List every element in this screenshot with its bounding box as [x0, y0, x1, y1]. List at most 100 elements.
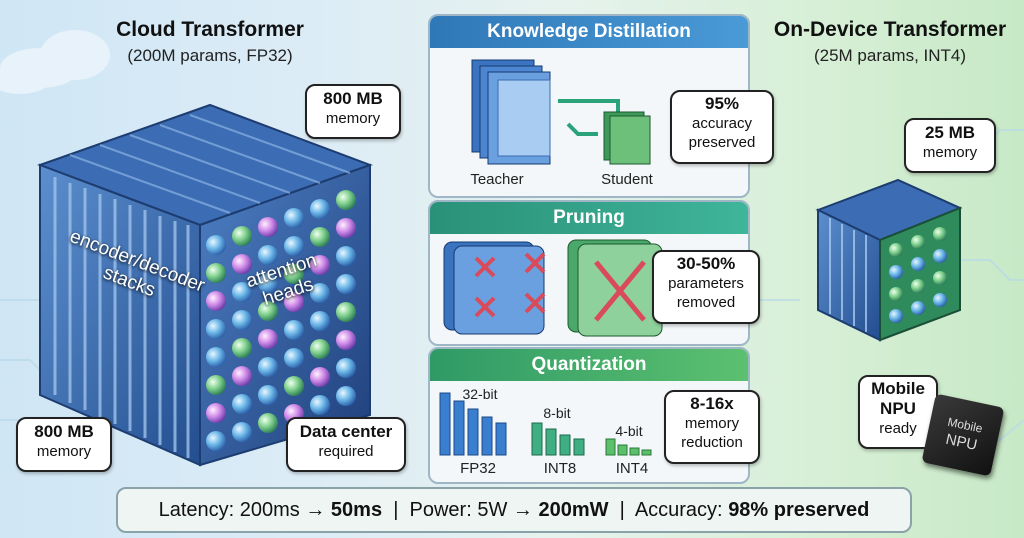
- label-int4: INT4: [615, 460, 649, 477]
- device-head-orb: [911, 301, 925, 315]
- attention-head-orb: [310, 395, 330, 415]
- device-memory-callout: 25 MB memory: [904, 118, 996, 173]
- attention-head-orb: [310, 283, 330, 303]
- latency-from: 200ms: [239, 499, 300, 521]
- device-head-orb: [933, 227, 947, 241]
- label-8bit: 8-bit: [543, 405, 571, 421]
- device-subtitle: (25M params, INT4): [813, 46, 967, 65]
- device-head-orb: [889, 287, 903, 301]
- quantization-callout-line3: reduction: [681, 434, 743, 451]
- device-head-orb: [933, 249, 947, 263]
- pruning-callout-line2: parameters: [668, 275, 744, 292]
- arrow-icon: →: [512, 499, 533, 521]
- attention-head-orb: [258, 273, 278, 293]
- npu-line1: Mobile: [871, 379, 925, 398]
- cloud-memory-bottom-unit: memory: [36, 443, 92, 460]
- cloud-title: Cloud Transformer: [116, 18, 304, 41]
- attention-head-orb: [206, 375, 226, 395]
- attention-head-orb: [232, 310, 252, 330]
- npu-chip: Mobile NPU: [921, 393, 1005, 477]
- attention-head-orb: [232, 366, 252, 386]
- datacenter-line2: required: [318, 443, 374, 460]
- attention-head-orb: [206, 235, 226, 255]
- separator: |: [614, 499, 631, 521]
- label-fp32: FP32: [460, 460, 496, 477]
- attention-head-orb: [258, 357, 278, 377]
- pruning-callout-value: 30-50%: [676, 254, 736, 273]
- distillation-callout: 95% accuracy preserved: [670, 90, 774, 164]
- distillation-title: Knowledge Distillation: [430, 16, 748, 48]
- device-head-orb: [933, 293, 947, 307]
- cloud-memory-top-unit: memory: [325, 110, 381, 127]
- device-head-orb: [911, 279, 925, 293]
- device-transformer-cube: [815, 178, 963, 342]
- attention-head-orb: [336, 274, 356, 294]
- attention-head-orb: [232, 282, 252, 302]
- label-int8: INT8: [543, 460, 577, 477]
- device-memory-unit: memory: [922, 144, 978, 161]
- pruning-illustration: [443, 239, 663, 337]
- device-head-orb: [911, 235, 925, 249]
- attention-head-orb: [336, 246, 356, 266]
- cloud-memory-callout-top: 800 MB memory: [305, 84, 401, 139]
- attention-head-orb: [206, 263, 226, 283]
- cloud-memory-callout-bottom: 800 MB memory: [16, 417, 112, 472]
- latency-to: 50ms: [330, 499, 383, 521]
- attention-head-orb: [258, 329, 278, 349]
- teacher-label: Teacher: [470, 171, 524, 188]
- attention-head-orb: [310, 339, 330, 359]
- attention-head-orb: [232, 422, 252, 442]
- attention-head-orb: [206, 431, 226, 451]
- distillation-panel: Knowledge Distillation: [428, 14, 750, 198]
- attention-head-orb: [258, 217, 278, 237]
- quantization-callout: 8-16x memory reduction: [664, 390, 760, 464]
- npu-callout: Mobile NPU ready: [858, 375, 938, 449]
- power-to: 200mW: [538, 499, 609, 521]
- attention-heads-grid: [206, 190, 356, 451]
- attention-head-orb: [284, 320, 304, 340]
- summary-bar: Latency: 200ms → 50ms | Power: 5W → 200m…: [116, 487, 912, 533]
- power-from: 5W: [477, 499, 508, 521]
- attention-head-orb: [336, 386, 356, 406]
- label-4bit: 4-bit: [615, 423, 643, 439]
- attention-head-orb: [206, 319, 226, 339]
- accuracy-value: 98% preserved: [728, 499, 870, 521]
- cloud-subtitle: (200M params, FP32): [127, 46, 293, 65]
- npu-line3: ready: [879, 420, 917, 437]
- npu-line2: NPU: [880, 399, 916, 418]
- device-head-orb: [889, 309, 903, 323]
- attention-head-orb: [310, 311, 330, 331]
- attention-head-orb: [284, 208, 304, 228]
- quantization-title: Quantization: [430, 349, 748, 381]
- device-head-orb: [889, 265, 903, 279]
- attention-head-orb: [336, 330, 356, 350]
- attention-head-orb: [284, 292, 304, 312]
- attention-head-orb: [336, 218, 356, 238]
- separator: |: [387, 499, 404, 521]
- device-head-orb: [889, 243, 903, 257]
- attention-head-orb: [284, 236, 304, 256]
- attention-head-orb: [258, 385, 278, 405]
- attention-head-orb: [232, 226, 252, 246]
- attention-head-orb: [206, 347, 226, 367]
- quantization-callout-line2: memory: [684, 415, 740, 432]
- attention-head-orb: [206, 403, 226, 423]
- distillation-illustration: [471, 59, 651, 165]
- pruning-callout-line3: removed: [676, 294, 736, 311]
- distillation-callout-line3: preserved: [688, 134, 756, 151]
- attention-head-orb: [336, 358, 356, 378]
- distillation-callout-line2: accuracy: [691, 115, 753, 132]
- device-head-orb: [933, 271, 947, 285]
- device-heads-grid: [889, 227, 947, 323]
- datacenter-line1: Data center: [299, 422, 393, 441]
- quantization-bars: [439, 392, 652, 456]
- attention-head-orb: [310, 367, 330, 387]
- attention-head-orb: [310, 199, 330, 219]
- attention-head-orb: [258, 413, 278, 433]
- device-head-orb: [911, 257, 925, 271]
- quantization-callout-value: 8-16x: [690, 394, 734, 413]
- cloud-memory-bottom-value: 800 MB: [34, 422, 94, 441]
- datacenter-callout: Data center required: [286, 417, 406, 472]
- accuracy-label: Accuracy:: [634, 499, 723, 521]
